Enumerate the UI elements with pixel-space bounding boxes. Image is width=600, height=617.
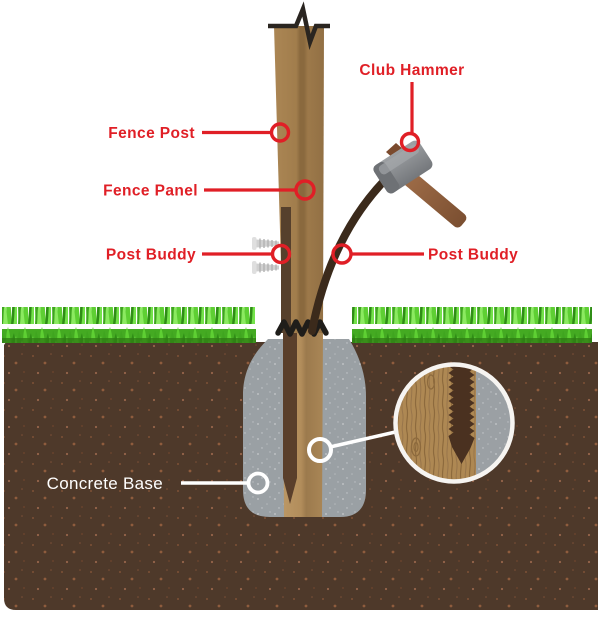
post-top-break-mark [268,1,330,51]
detail-point-marker [307,437,333,463]
fence-panel-marker [294,179,316,201]
post-buddy-spike-detail [448,365,475,464]
club-hammer-label: Club Hammer [359,62,464,79]
callout-fence-panel [204,179,316,201]
fence-panel-label: Fence Panel [103,183,198,200]
post-buddy-left-label: Post Buddy [106,247,196,264]
buried-post-buddy-spike [283,332,297,504]
club-hammer-marker [399,131,421,153]
grass-right [352,307,592,343]
screw-icon [252,261,279,274]
post-buddy-right-label: Post Buddy [428,247,518,264]
screw-icon [252,237,279,250]
inset-connector-line [329,428,405,449]
club-hammer-illustration [373,140,467,228]
ground-level-break-zigzag [275,319,329,337]
fence-panel-edge [281,207,291,333]
fence-post-label: Fence Post [108,125,195,142]
fence-post-marker [269,122,291,143]
callout-post-buddy-right [331,243,424,265]
callout-fence-post [202,122,291,143]
post-buddy-right-marker [331,243,353,265]
grass-left [2,307,256,343]
concrete-base-label: Concrete Base [47,474,163,493]
inset-ring [393,362,515,484]
callout-club-hammer [399,82,421,153]
hammer-head-wedge [386,143,404,159]
post-buddy-left-marker [270,243,292,265]
callout-post-buddy-left [202,243,292,265]
concrete-base-marker [246,471,270,495]
